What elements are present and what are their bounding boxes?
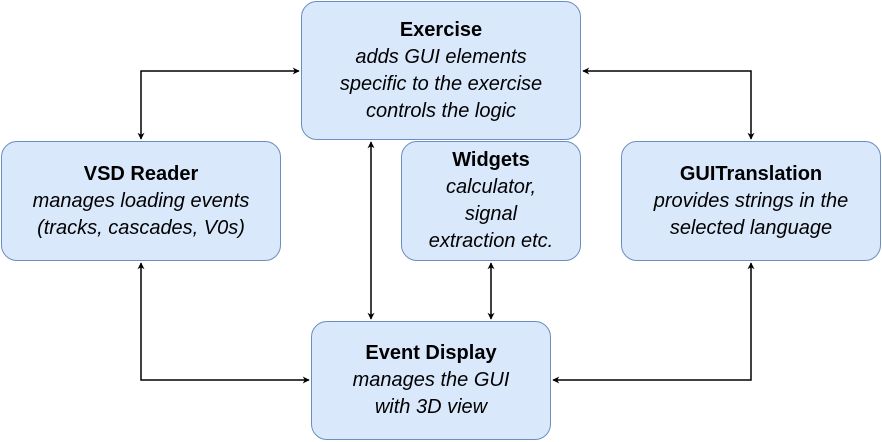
node-exercise-line: controls the logic bbox=[365, 99, 517, 122]
node-event-display-line: manages the GUI bbox=[352, 369, 510, 391]
node-widgets-line: extraction etc. bbox=[428, 230, 554, 252]
edge-exercise-vsd-reader bbox=[137, 67, 300, 140]
edge-gui-translation-event-display bbox=[552, 262, 755, 384]
node-vsd-reader-title: VSD Reader bbox=[83, 162, 199, 185]
node-exercise-line: adds GUI elements bbox=[355, 45, 527, 68]
node-event-display: Event Display manages the GUI with 3D vi… bbox=[311, 321, 551, 440]
node-gui-translation-line: selected language bbox=[669, 216, 833, 239]
node-vsd-reader-line: (tracks, cascades, V0s) bbox=[37, 216, 245, 239]
node-widgets-title: Widgets bbox=[452, 149, 530, 171]
node-gui-translation: GUITranslation provides strings in the s… bbox=[621, 141, 881, 261]
node-gui-translation-title: GUITranslation bbox=[679, 162, 823, 185]
node-exercise-title: Exercise bbox=[399, 18, 483, 41]
node-gui-translation-line: provides strings in the bbox=[653, 189, 849, 212]
node-exercise: Exercise adds GUI elements specific to t… bbox=[301, 1, 581, 140]
node-widgets-line: signal bbox=[464, 203, 518, 225]
node-vsd-reader: VSD Reader manages loading events (track… bbox=[1, 141, 281, 261]
edge-vsd-reader-event-display bbox=[137, 262, 310, 384]
node-exercise-line: specific to the exercise bbox=[339, 72, 543, 95]
node-vsd-reader-line: manages loading events bbox=[32, 189, 250, 212]
node-event-display-title: Event Display bbox=[365, 342, 497, 364]
node-event-display-line: with 3D view bbox=[374, 396, 488, 418]
edge-exercise-gui-translation bbox=[582, 67, 755, 140]
node-widgets-line: calculator, bbox=[445, 176, 537, 198]
node-widgets: Widgets calculator, signal extraction et… bbox=[401, 141, 581, 261]
